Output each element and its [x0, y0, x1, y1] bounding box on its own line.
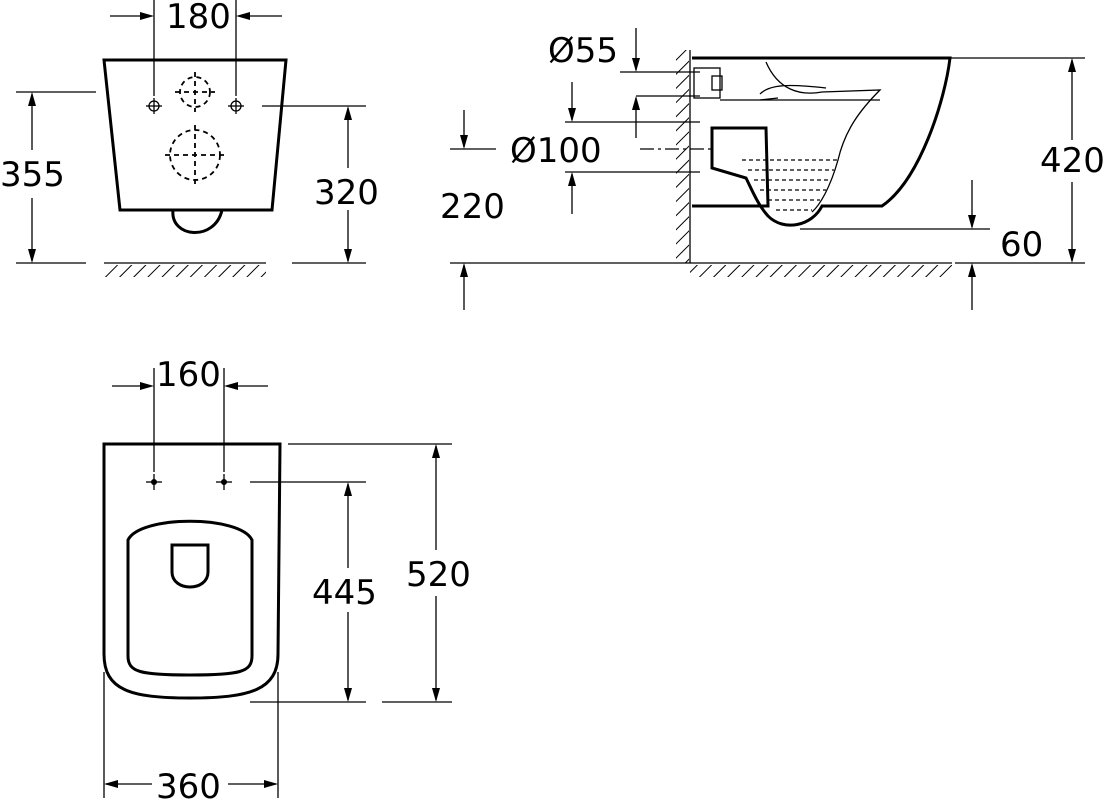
dim-label-220: 220: [440, 187, 505, 227]
top-bolt-left: [146, 474, 162, 490]
dim-label-160: 160: [156, 355, 221, 395]
front-view: 180 355 320: [0, 0, 379, 277]
dim-label-520: 520: [406, 555, 471, 595]
dimension-420: 420: [950, 57, 1105, 264]
dimension-60: 60: [800, 180, 1043, 310]
front-view-body: [102, 58, 288, 212]
side-view-floor: [676, 262, 952, 277]
dimension-355: 355: [0, 91, 96, 264]
dimension-d100: Ø100: [510, 82, 700, 214]
front-view-outlet-lip: [171, 209, 224, 234]
bolt-hole-right: [228, 98, 244, 114]
side-view-wall: [676, 50, 691, 263]
side-view-bowl: [692, 56, 952, 227]
dim-label-420: 420: [1040, 141, 1105, 181]
top-view-seat-opening: [126, 519, 254, 677]
dim-label-180: 180: [166, 0, 231, 37]
outlet-hidden-circle: [165, 125, 225, 185]
dimension-160: 160: [112, 355, 268, 472]
top-bolt-right: [216, 474, 232, 490]
bolt-hole-left: [146, 98, 162, 114]
dim-label-445: 445: [312, 573, 377, 613]
dim-label-360: 360: [156, 767, 221, 800]
dimension-220: 220: [440, 110, 676, 310]
dim-label-320: 320: [314, 173, 379, 213]
inlet-hidden-circle: [175, 72, 215, 112]
dimension-520: 520: [288, 443, 471, 703]
side-view-inner-rim: [765, 61, 882, 213]
dim-label-d55: Ø55: [548, 31, 618, 71]
front-view-floor: [104, 262, 266, 277]
top-view: 160 445 520: [102, 355, 471, 800]
flush-inlet-fitting: [693, 67, 827, 101]
top-view-body: [102, 442, 282, 700]
top-view-outlet: [170, 543, 210, 589]
water-area: [742, 159, 838, 211]
dim-label-60: 60: [1000, 225, 1043, 265]
dimension-445: 445: [250, 481, 377, 703]
dim-label-355: 355: [0, 155, 65, 195]
dimension-320: 320: [262, 105, 379, 264]
dimension-360: 360: [103, 672, 279, 800]
dim-label-d100: Ø100: [510, 131, 602, 171]
dimension-d55: Ø55: [548, 28, 700, 138]
dimension-180: 180: [110, 0, 282, 96]
side-view: 420 60 Ø55 Ø100: [440, 28, 1105, 310]
